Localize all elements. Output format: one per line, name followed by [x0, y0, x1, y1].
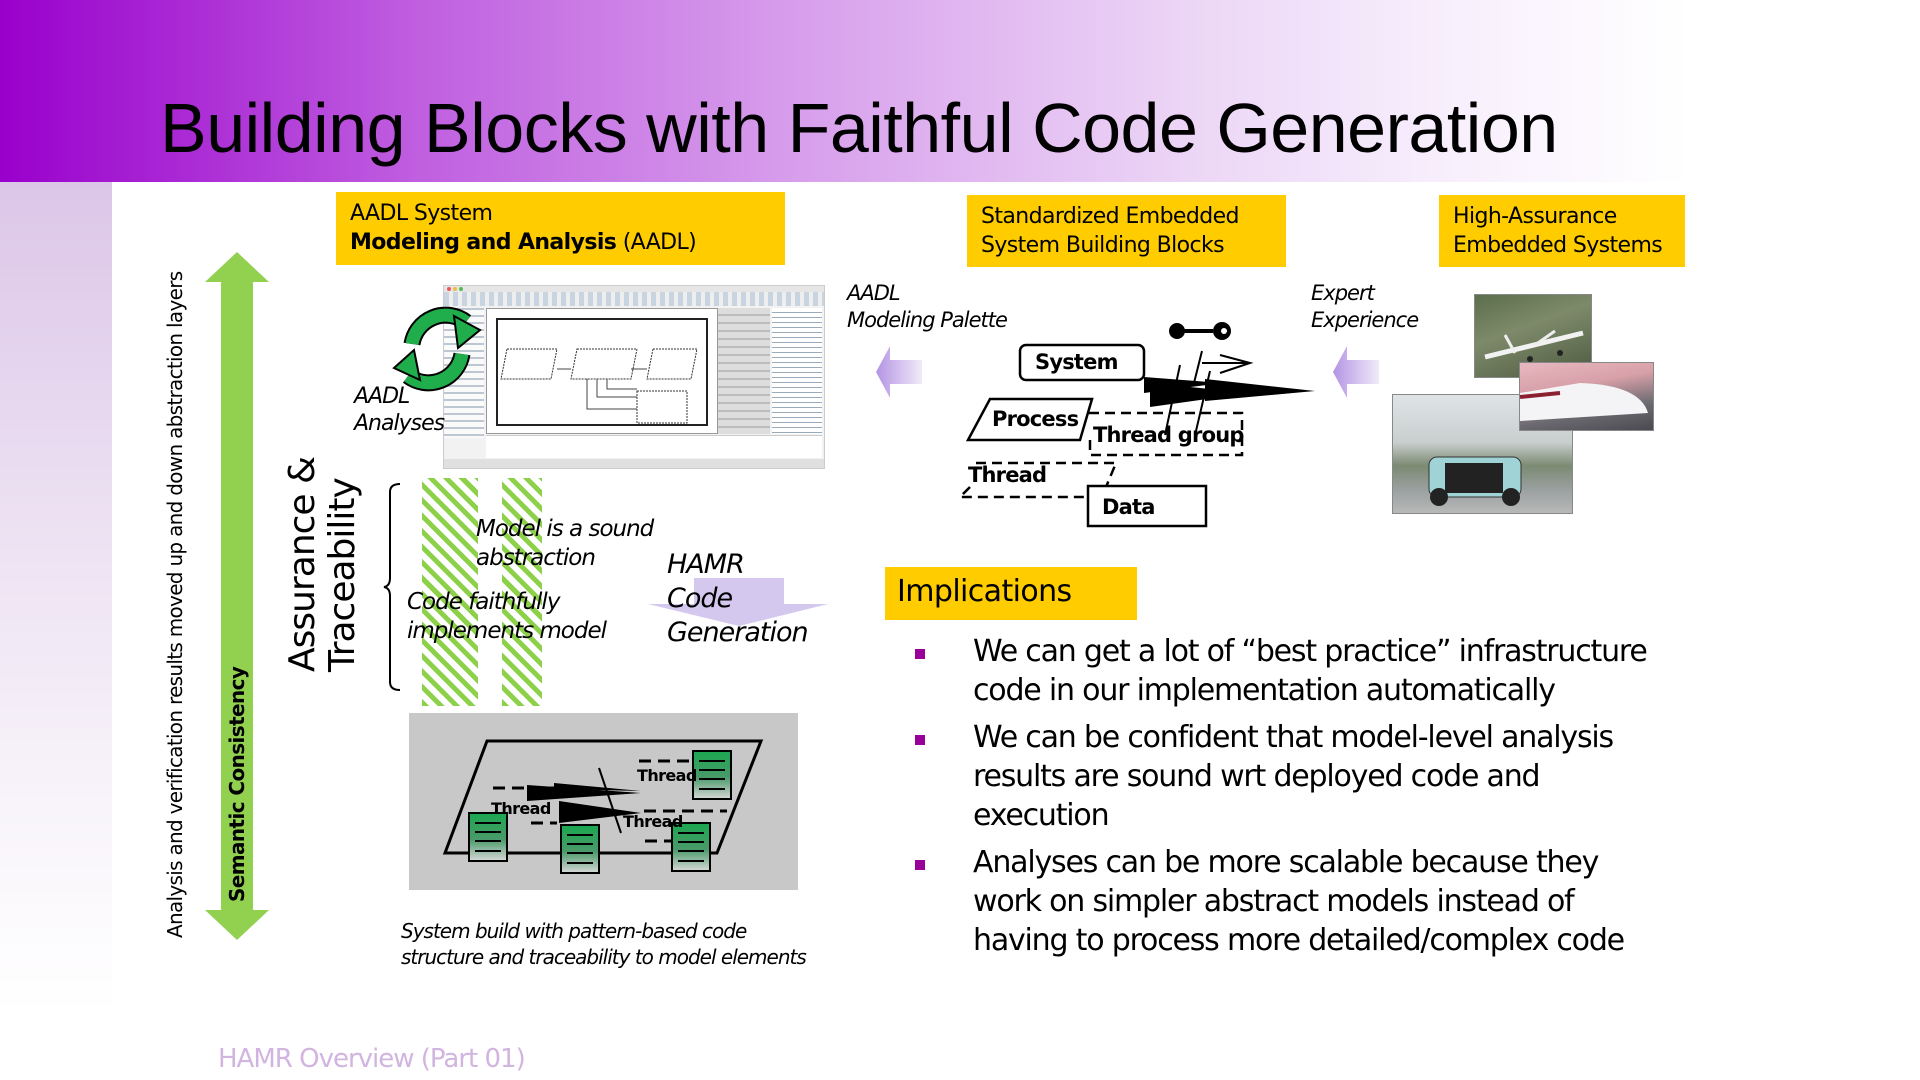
thread-label-top: Thread: [637, 766, 697, 785]
high-assurance-line2: Embedded Systems: [1453, 233, 1663, 258]
abstraction-layers-label: Analysis and verification results moved …: [163, 271, 187, 938]
aadl-analyses-line2: Analyses: [354, 411, 445, 436]
implication-item: Analyses can be more scalable because th…: [915, 843, 1775, 960]
thread-label-bottom: Thread: [623, 812, 683, 831]
ide-problems-panel: [486, 435, 822, 458]
system-build-shapes: [442, 739, 764, 874]
osate-ide-screenshot: [443, 285, 825, 469]
aadl-system-box: AADL System Modeling and Analysis (AADL): [336, 192, 785, 265]
modeling-palette-label: AADL Modeling Palette: [847, 280, 1008, 334]
building-blocks-box: Standardized Embedded System Building Bl…: [967, 195, 1286, 267]
system-component-label[interactable]: System: [1035, 350, 1118, 374]
model-line2: abstraction: [476, 545, 596, 571]
bullet-line: work on simpler abstract models instead …: [973, 884, 1575, 919]
building-blocks-shapes: [956, 322, 1315, 528]
palette-line2: Modeling Palette: [847, 308, 1008, 332]
process-component-label[interactable]: Process: [992, 407, 1079, 431]
bracket: [383, 483, 401, 691]
analysis-cycle-icon: [392, 306, 482, 392]
thread-group-component-label[interactable]: Thread group: [1093, 423, 1244, 447]
implications-heading: Implications: [885, 567, 1137, 620]
system-build-diagram: Thread Thread Thread: [409, 713, 798, 890]
caption-line2: structure and traceability to model elem…: [401, 945, 807, 969]
expert-experience-label: Expert Experience: [1311, 280, 1419, 334]
semantic-consistency-label: Semantic Consistency: [225, 666, 249, 902]
model-line1: Model is a sound: [476, 516, 654, 542]
aadl-box-rest: (AADL): [616, 230, 697, 255]
bullet-line: We can get a lot of “best practice” infr…: [973, 634, 1648, 669]
system-build-caption: System build with pattern-based code str…: [401, 918, 807, 970]
aadl-box-bold: Modeling and Analysis: [350, 230, 617, 255]
expert-line1: Expert: [1311, 281, 1375, 305]
implications-list: We can get a lot of “best practice” infr…: [915, 632, 1775, 968]
aadl-diagram: [496, 318, 708, 426]
aadl-box-line2: Modeling and Analysis (AADL): [350, 228, 771, 257]
hamr-line2: Code: [667, 583, 733, 614]
hatched-bar-right: [502, 478, 542, 706]
thread-label-left: Thread: [491, 799, 551, 818]
bullet-square-icon: [915, 649, 925, 659]
aadl-analyses-line1: AADL: [354, 384, 410, 409]
ide-titlebar: [444, 286, 824, 292]
aadl-box-line1: AADL System: [350, 201, 493, 226]
thread-component-label[interactable]: Thread: [968, 463, 1047, 487]
data-component-label[interactable]: Data: [1102, 495, 1155, 519]
maximize-dot-icon: [459, 287, 463, 291]
high-assurance-box: High-Assurance Embedded Systems: [1439, 195, 1685, 267]
bullet-square-icon: [915, 735, 925, 745]
assurance-traceability-label: Assurance & Traceability: [282, 456, 363, 672]
slide-title: Building Blocks with Faithful Code Gener…: [160, 89, 1558, 167]
shuttle-icon: [1428, 456, 1522, 506]
bullet-line: having to process more detailed/complex …: [973, 923, 1625, 958]
ide-statusbar: [444, 459, 824, 468]
ide-outline-panel: [772, 308, 822, 434]
palette-left-arrow-icon: [876, 346, 922, 398]
aadl-analyses-label: AADL Analyses: [354, 383, 445, 437]
assurance-line: Assurance &: [282, 456, 323, 672]
hatched-bar-left: [422, 478, 478, 706]
sidebar-gradient: [0, 182, 112, 1012]
implication-item: We can be confident that model-level ana…: [915, 718, 1775, 835]
slide-footer: HAMR Overview (Part 01): [218, 1044, 526, 1074]
building-blocks-diagram: System Process Thread group Thread Data: [940, 315, 1320, 530]
code-implements-model-label: Code faithfully implements model: [407, 588, 607, 646]
ide-diagram-editor: [486, 308, 718, 434]
ide-palette-panel: [718, 308, 770, 434]
close-dot-icon: [447, 287, 451, 291]
code-generation-arrow: [648, 578, 828, 626]
palette-line1: AADL: [847, 281, 901, 305]
title-band: [0, 0, 1920, 182]
bullet-line: We can be confident that model-level ana…: [973, 720, 1614, 755]
caption-line1: System build with pattern-based code: [401, 919, 747, 943]
semantic-consistency-arrow: [205, 252, 269, 940]
hamr-line1: HAMR: [667, 549, 745, 580]
implication-item: We can get a lot of “best practice” infr…: [915, 632, 1775, 710]
bullet-line: execution: [973, 798, 1110, 833]
ide-toolbar: [444, 292, 824, 306]
hamr-line3: Generation: [667, 617, 809, 648]
expert-line2: Experience: [1311, 308, 1419, 332]
drone-icon: [1484, 329, 1584, 362]
model-sound-abstraction-label: Model is a sound abstraction: [476, 515, 654, 573]
expert-left-arrow-icon: [1333, 346, 1379, 398]
traceability-line: Traceability: [322, 478, 363, 672]
bullet-line: results are sound wrt deployed code and: [973, 759, 1541, 794]
bullet-line: code in our implementation automatically: [973, 673, 1556, 708]
code-line2: implements model: [407, 618, 607, 644]
high-speed-train-photo: [1519, 362, 1654, 431]
train-icon: [1519, 383, 1648, 421]
high-assurance-line1: High-Assurance: [1453, 204, 1617, 229]
building-blocks-line2: System Building Blocks: [981, 233, 1225, 258]
code-line1: Code faithfully: [407, 589, 560, 615]
bullet-line: Analyses can be more scalable because th…: [973, 845, 1599, 880]
building-blocks-line1: Standardized Embedded: [981, 204, 1240, 229]
minimize-dot-icon: [453, 287, 457, 291]
bullet-square-icon: [915, 860, 925, 870]
hamr-code-generation-label: HAMR Code Generation: [667, 548, 809, 650]
